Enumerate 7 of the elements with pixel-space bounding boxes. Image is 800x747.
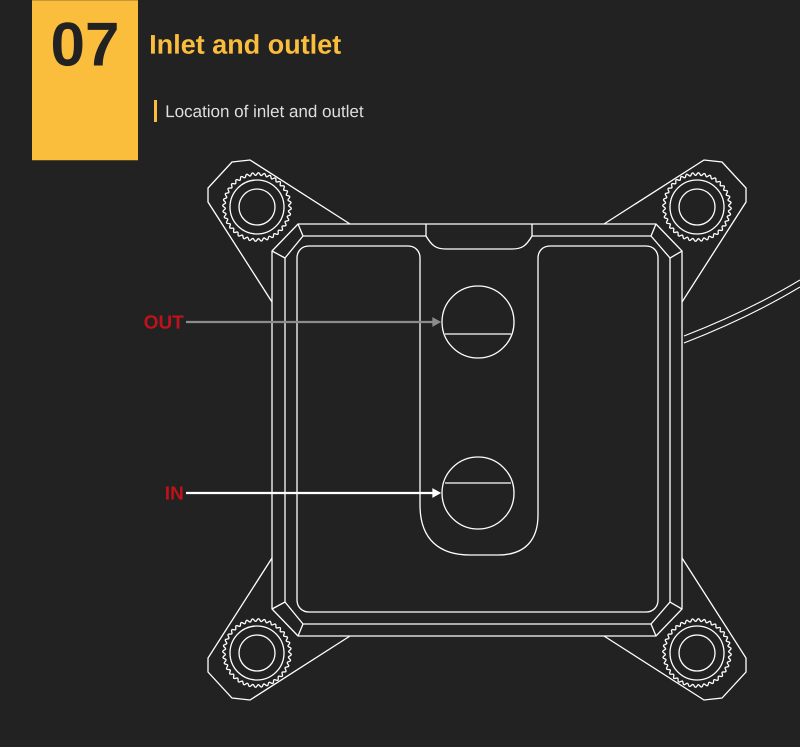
heading: Inlet and outlet bbox=[151, 34, 341, 54]
port-circle bbox=[441, 285, 515, 359]
port-label: IN bbox=[166, 486, 183, 500]
number-badge: 07 bbox=[32, 0, 138, 160]
subtitle: Location of inlet and outlet bbox=[166, 104, 364, 118]
port-circle bbox=[441, 456, 515, 530]
port-label: OUT bbox=[144, 315, 184, 329]
